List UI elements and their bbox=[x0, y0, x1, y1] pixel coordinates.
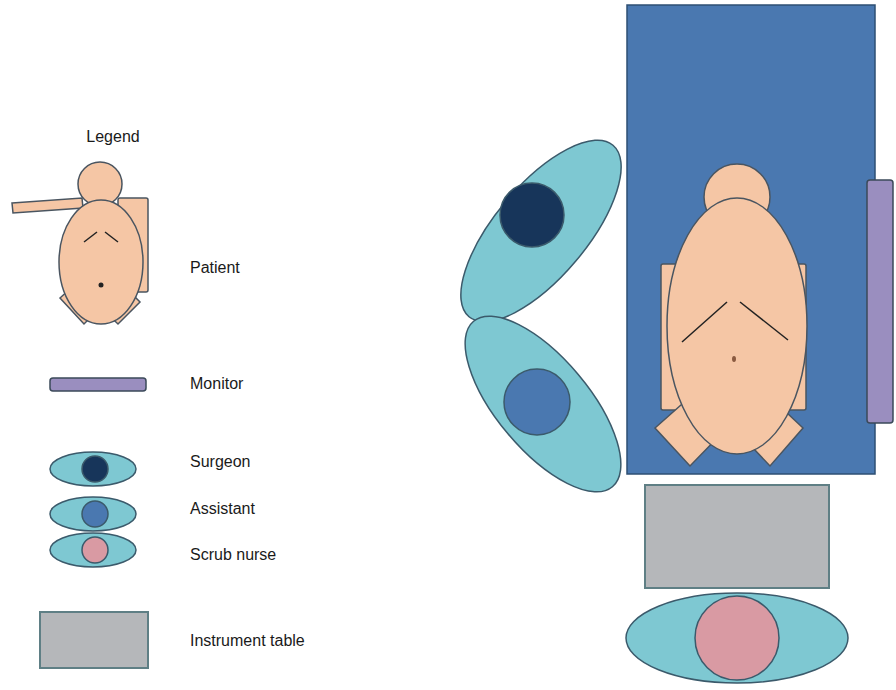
patient-legend-symbol bbox=[12, 162, 148, 324]
legend-heading: Legend bbox=[86, 127, 139, 146]
scrub-nurse bbox=[626, 593, 848, 683]
patient-figure bbox=[655, 164, 807, 466]
legend-label: Monitor bbox=[190, 374, 243, 393]
instrument-table bbox=[645, 485, 829, 588]
legend-label: Scrub nurse bbox=[190, 545, 276, 564]
operating-table bbox=[627, 5, 875, 474]
scrub-nurse-legend-symbol bbox=[50, 533, 136, 567]
monitor-legend-symbol bbox=[50, 378, 146, 391]
surgeon-legend-symbol bbox=[50, 452, 136, 486]
legend-label: Assistant bbox=[190, 499, 255, 518]
legend-label: Surgeon bbox=[190, 452, 251, 471]
surgeon bbox=[434, 116, 648, 347]
monitor bbox=[867, 180, 893, 423]
instrument-table-legend-symbol bbox=[40, 612, 148, 668]
legend-label: Patient bbox=[190, 258, 240, 277]
assistant-legend-symbol bbox=[50, 497, 136, 531]
legend-label: Instrument table bbox=[190, 631, 305, 650]
assistant bbox=[438, 292, 647, 517]
